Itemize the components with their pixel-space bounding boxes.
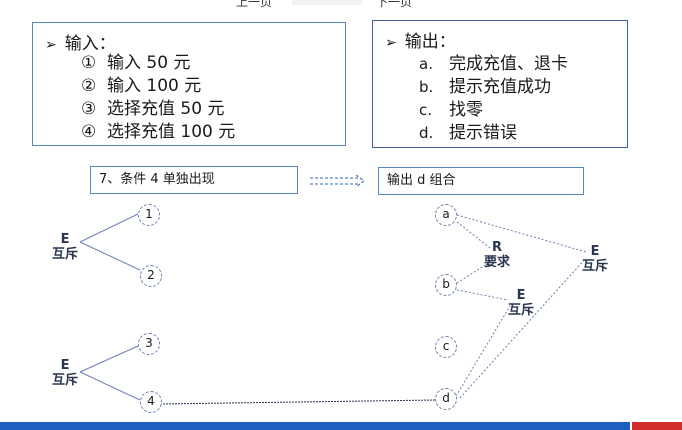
edge-a-r	[456, 221, 491, 249]
edge-e-1	[79, 213, 139, 243]
item-text: 选择充值 100 元	[107, 122, 236, 142]
node-b: b	[435, 274, 457, 296]
input-list: ① 输入 50 元 ② 输入 100 元 ③ 选择充值 50 元 ④ 选择充值 100 …	[81, 52, 235, 144]
dashed-arrow-icon	[310, 174, 366, 188]
node-4: 4	[140, 391, 162, 413]
page-navigation: 上一页 下一页	[0, 0, 682, 9]
relation-text: 互斥	[582, 259, 609, 274]
output-item: b. 提示充值成功	[419, 76, 568, 99]
node-2: 2	[140, 265, 162, 287]
output-combination-box: 输出 d 组合	[378, 167, 584, 195]
relation-text: 互斥	[52, 247, 79, 262]
item-text: 选择充值 50 元	[107, 99, 225, 119]
relation-code: E	[60, 232, 70, 247]
next-page-link[interactable]: 下一页	[376, 0, 413, 9]
relation-code: R	[492, 240, 503, 255]
bottom-red-bar	[632, 422, 682, 430]
relation-label-e-far: E 互斥	[582, 244, 608, 274]
item-text: 输入 100 元	[107, 76, 202, 96]
edge-d-e-far	[459, 257, 587, 399]
item-marker: ②	[81, 76, 97, 96]
node-c: c	[435, 336, 457, 358]
item-marker: b.	[419, 78, 434, 96]
item-marker: c.	[419, 101, 433, 119]
condition-label-box: 7、条件 4 单独出现	[90, 166, 298, 194]
item-marker: a.	[419, 55, 433, 73]
arrow-bullet-icon: ➢	[385, 35, 397, 51]
output-title: ➢ 输出：	[385, 27, 456, 52]
input-title-text: 输入：	[64, 34, 116, 54]
relation-label-left-bottom: E 互斥	[52, 358, 78, 388]
relation-label-r: R 要求	[484, 240, 510, 270]
item-text: 输入 50 元	[107, 53, 191, 73]
arrow-bullet-icon: ➢	[45, 37, 57, 53]
item-marker: ④	[81, 122, 97, 142]
node-a: a	[435, 204, 457, 226]
output-list: a. 完成充值、退卡 b. 提示充值成功 c. 找零 d. 提示错误	[419, 53, 568, 145]
node-3: 3	[138, 333, 160, 355]
output-box: ➢ 输出： a. 完成充值、退卡 b. 提示充值成功 c. 找零 d. 提示错误	[372, 20, 628, 148]
relation-code: E	[516, 288, 526, 303]
edge-a-e-far	[456, 214, 587, 253]
edge-e-4	[79, 371, 141, 401]
item-text: 提示充值成功	[449, 77, 551, 97]
node-1: 1	[138, 204, 160, 226]
input-item: ④ 选择充值 100 元	[81, 121, 235, 144]
item-text: 完成充值、退卡	[449, 54, 568, 74]
input-item: ③ 选择充值 50 元	[81, 98, 235, 121]
relation-code: E	[590, 244, 600, 259]
input-box: ➢ 输入： ① 输入 50 元 ② 输入 100 元 ③ 选择充值 50 元 ④ 选择充值…	[32, 22, 346, 146]
item-marker: d.	[419, 124, 434, 142]
bottom-blue-bar	[0, 422, 630, 430]
prev-page-link[interactable]: 上一页	[236, 0, 273, 9]
item-marker: ①	[81, 53, 97, 73]
relation-label-e-mid: E 互斥	[508, 288, 534, 318]
relation-code: E	[60, 358, 70, 373]
output-item: c. 找零	[419, 99, 568, 122]
relation-text: 互斥	[508, 303, 535, 318]
output-item: a. 完成充值、退卡	[419, 53, 568, 76]
edge-d-e-mid	[455, 305, 511, 397]
edge-e-2	[79, 241, 141, 271]
edge-b-e-mid	[456, 289, 509, 301]
item-text: 提示错误	[449, 123, 517, 143]
relation-label-left-top: E 互斥	[52, 232, 78, 262]
relation-text: 要求	[484, 255, 511, 270]
node-d: d	[435, 388, 457, 410]
item-marker: ③	[81, 99, 97, 119]
output-item: d. 提示错误	[419, 122, 568, 145]
input-title: ➢ 输入：	[45, 29, 116, 54]
relation-text: 互斥	[52, 373, 79, 388]
output-title-text: 输出：	[404, 32, 456, 52]
page-indicator	[292, 0, 362, 5]
edge-4-d	[159, 399, 437, 405]
edge-e-3	[79, 345, 139, 373]
input-item: ② 输入 100 元	[81, 75, 235, 98]
edge-b-r	[456, 261, 491, 284]
input-item: ① 输入 50 元	[81, 52, 235, 75]
item-text: 找零	[449, 100, 483, 120]
